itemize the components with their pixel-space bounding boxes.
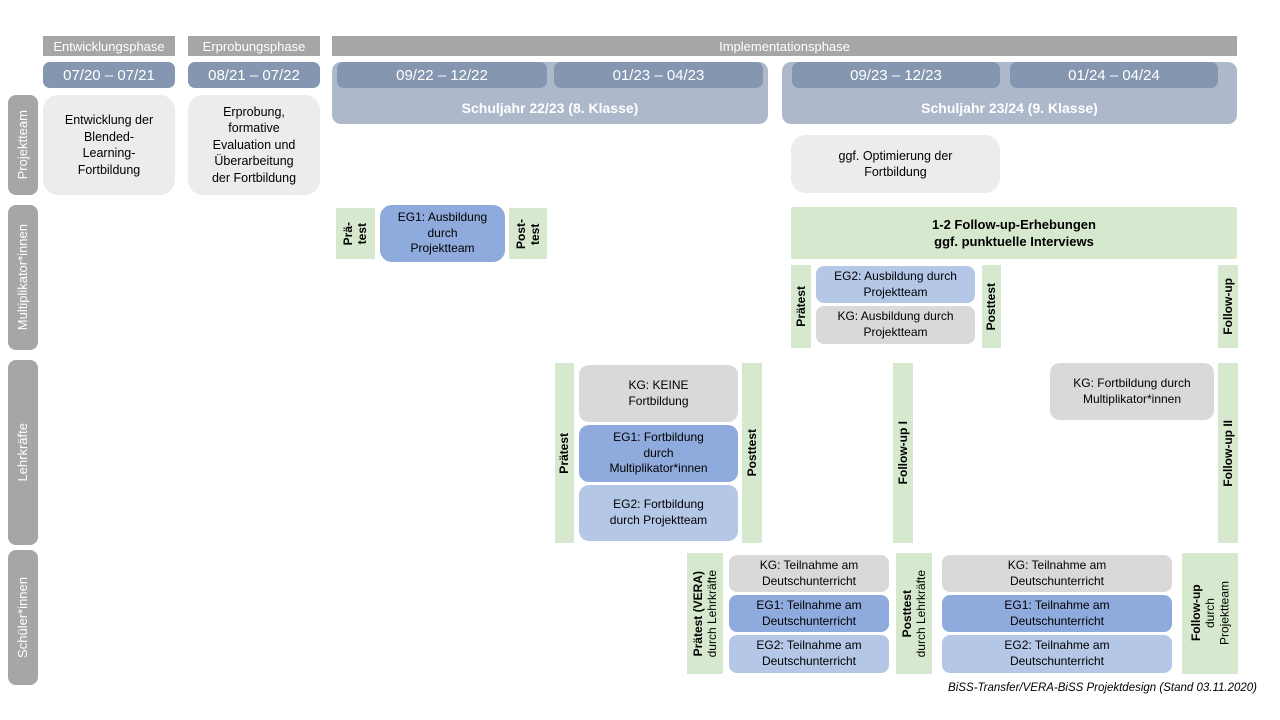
box-followup-erhebungen: 1-2 Follow-up-Erhebungen ggf. punktuelle… bbox=[791, 207, 1237, 259]
vbar-posttest-multiplikator-1: Post- test bbox=[509, 208, 547, 259]
phase-header-entwicklungsphase: Entwicklungsphase bbox=[43, 36, 175, 56]
row-label-schueler-text: Schüler*innen bbox=[15, 577, 31, 658]
date-range-0923-1223: 09/23 – 12/23 bbox=[792, 62, 1000, 88]
praetest-line1: Prä- bbox=[341, 221, 356, 246]
vbar-posttest-schueler: Posttest durch Lehrkräfte bbox=[896, 553, 932, 674]
date-range-0821-0722: 08/21 – 07/22 bbox=[188, 62, 320, 88]
followup1-label: Follow-up I bbox=[895, 421, 910, 485]
box-eg2-teilnahme-1: EG2: Teilnahme am Deutschunterricht bbox=[729, 635, 889, 673]
box-optimierung-fortbildung: ggf. Optimierung der Fortbildung bbox=[791, 135, 1000, 193]
date-range-0124-0424: 01/24 – 04/24 bbox=[1010, 62, 1218, 88]
row-label-multiplikatoren: Multiplikator*innen bbox=[8, 205, 38, 350]
box-eg1-teilnahme-2: EG1: Teilnahme am Deutschunterricht bbox=[942, 595, 1172, 632]
vbar-posttest-multiplikator-2: Posttest bbox=[982, 265, 1001, 348]
posttest-line2: test bbox=[528, 222, 542, 245]
box-eg2-teilnahme-2: EG2: Teilnahme am Deutschunterricht bbox=[942, 635, 1172, 673]
praetest-label: Prätest bbox=[557, 432, 572, 474]
praetest-label: Prätest bbox=[793, 286, 808, 327]
vbar-posttest-lehrkraefte: Posttest bbox=[742, 363, 762, 543]
box-kg-fortbildung-multiplikatoren: KG: Fortbildung durch Multiplikator*inne… bbox=[1050, 363, 1214, 420]
praetest-vera-sublabel: durch Lehrkräfte bbox=[705, 569, 719, 658]
box-eg1-teilnahme-1: EG1: Teilnahme am Deutschunterricht bbox=[729, 595, 889, 632]
vbar-praetest-multiplikator-2: Prätest bbox=[791, 265, 811, 348]
vbar-followup-multiplikator: Follow-up bbox=[1218, 265, 1238, 348]
box-eg2-ausbildung-projektteam: EG2: Ausbildung durch Projektteam bbox=[816, 266, 975, 303]
vbar-praetest-lehrkraefte: Prätest bbox=[555, 363, 574, 543]
followup-label: Follow-up bbox=[1188, 585, 1203, 642]
row-label-projektteam-text: Projektteam bbox=[15, 110, 31, 180]
box-eg2-fortbildung-projektteam: EG2: Fortbildung durch Projektteam bbox=[579, 485, 738, 541]
followup2-label: Follow-up II bbox=[1220, 419, 1235, 487]
vbar-followup2-lehrkraefte: Follow-up II bbox=[1218, 363, 1238, 543]
row-label-projektteam: Projektteam bbox=[8, 95, 38, 195]
slide-caption: BiSS-Transfer/VERA-BiSS Projektdesign (S… bbox=[948, 682, 1257, 694]
followup-sublabel-2: Projektteam bbox=[1217, 581, 1232, 646]
box-entwicklung-fortbildung: Entwicklung der Blended- Learning- Fortb… bbox=[43, 95, 175, 195]
box-kg-ausbildung-projektteam: KG: Ausbildung durch Projektteam bbox=[816, 306, 975, 344]
followup-sublabel-1: durch bbox=[1202, 598, 1217, 629]
box-eg1-fortbildung-multiplikatoren: EG1: Fortbildung durch Multiplikator*inn… bbox=[579, 425, 738, 482]
school-year-band-2324: 09/23 – 12/23 01/24 – 04/24 Schuljahr 23… bbox=[782, 62, 1237, 124]
phase-header-erprobungsphase: Erprobungsphase bbox=[188, 36, 320, 56]
posttest-label: Posttest bbox=[984, 282, 999, 331]
box-erprobung-evaluation: Erprobung, formative Evaluation und Über… bbox=[188, 95, 320, 195]
row-label-multiplikatoren-text: Multiplikator*innen bbox=[15, 224, 31, 331]
posttest-sublabel: durch Lehrkräfte bbox=[914, 569, 928, 658]
row-label-schueler: Schüler*innen bbox=[8, 550, 38, 685]
followup-label: Follow-up bbox=[1220, 278, 1235, 335]
posttest-label: Posttest bbox=[899, 589, 914, 638]
box-kg-teilnahme-2: KG: Teilnahme am Deutschunterricht bbox=[942, 555, 1172, 592]
row-label-lehrkraefte: Lehrkräfte bbox=[8, 360, 38, 545]
school-year-label-2324: Schuljahr 23/24 (9. Klasse) bbox=[921, 100, 1098, 116]
date-range-0922-1222: 09/22 – 12/22 bbox=[337, 62, 547, 88]
date-range-0720-0721: 07/20 – 07/21 bbox=[43, 62, 175, 88]
posttest-label: Posttest bbox=[744, 429, 759, 477]
school-year-label-2223: Schuljahr 22/23 (8. Klasse) bbox=[461, 100, 639, 116]
school-year-band-2223: 09/22 – 12/22 01/23 – 04/23 Schuljahr 22… bbox=[332, 62, 768, 124]
box-kg-teilnahme-1: KG: Teilnahme am Deutschunterricht bbox=[729, 555, 889, 592]
praetest-vera-label: Prätest (VERA) bbox=[690, 570, 705, 657]
vbar-praetest-vera-schueler: Prätest (VERA) durch Lehrkräfte bbox=[687, 553, 723, 674]
praetest-line2: test bbox=[355, 222, 370, 245]
box-kg-keine-fortbildung: KG: KEINE Fortbildung bbox=[579, 365, 738, 422]
row-label-lehrkraefte-text: Lehrkräfte bbox=[15, 423, 31, 482]
phase-header-implementationsphase: Implementationsphase bbox=[332, 36, 1237, 56]
vbar-praetest-multiplikator-1: Prä- test bbox=[336, 208, 375, 259]
vbar-followup-schueler: Follow-up durch Projektteam bbox=[1182, 553, 1238, 674]
posttest-line1: Post- bbox=[513, 218, 528, 249]
date-range-0123-0423: 01/23 – 04/23 bbox=[554, 62, 763, 88]
vbar-followup1-lehrkraefte: Follow-up I bbox=[893, 363, 913, 543]
box-eg1-ausbildung-projektteam: EG1: Ausbildung durch Projektteam bbox=[380, 205, 505, 262]
